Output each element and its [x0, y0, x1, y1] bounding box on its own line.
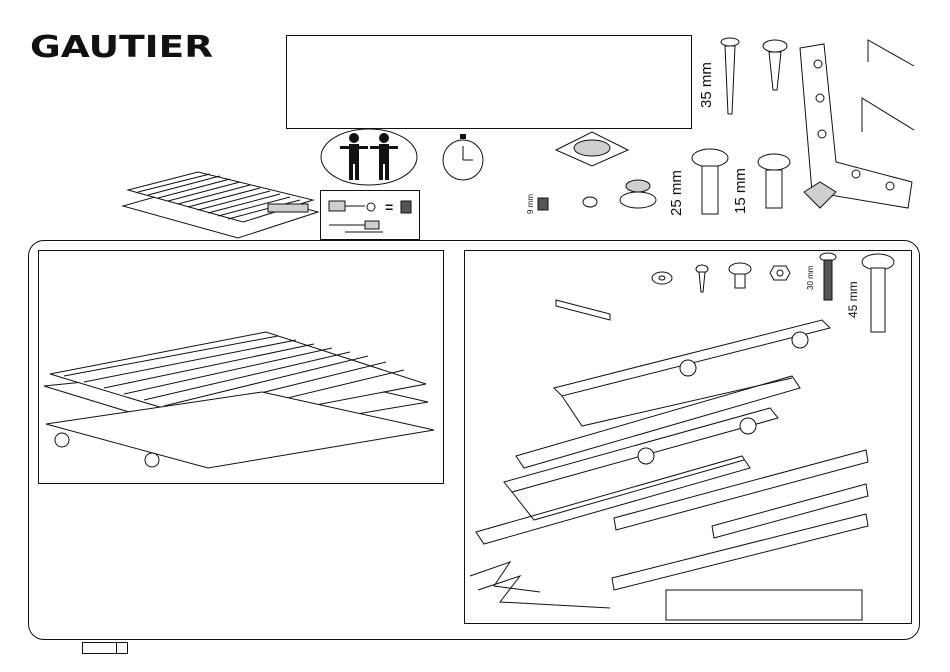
nut-9mm-icon: [536, 196, 552, 212]
title-box: [286, 35, 692, 129]
bolt-15-icon: [748, 150, 798, 212]
round-head-screw-icon: [726, 262, 754, 292]
tools-box: =: [320, 190, 420, 240]
time-clock-icon: [440, 132, 486, 182]
dim-30mm: 30 mm: [806, 266, 815, 290]
page-number-box: [82, 642, 128, 654]
slatted-base-illustration: [40, 320, 440, 480]
dim-9mm: 9 mm: [526, 194, 535, 214]
foot-cup-icon: [618, 176, 658, 210]
equals-sign: =: [385, 199, 393, 215]
wood-screw-35-icon: [716, 36, 744, 126]
washer-icon: [650, 270, 674, 286]
lift-mechanism-illustration: [470, 316, 910, 616]
bolt-30-icon: [818, 252, 838, 302]
dim-35mm: 35 mm: [698, 62, 715, 108]
bed-overview-illustration: [118, 160, 318, 240]
dim-15mm: 15 mm: [732, 168, 749, 214]
small-screw-icon: [692, 264, 712, 294]
hex-nut-icon: [770, 264, 790, 282]
allen-key-icon: [858, 36, 922, 146]
felt-pad-icon: [552, 128, 632, 168]
two-persons-icon: [318, 126, 420, 188]
screwdriver-icon: [325, 197, 415, 237]
gautier-logo: GAUTIER: [30, 30, 213, 65]
wood-screw-short-icon: [760, 38, 790, 98]
bolt-25-icon: [682, 146, 732, 218]
cap-icon: [580, 196, 600, 210]
